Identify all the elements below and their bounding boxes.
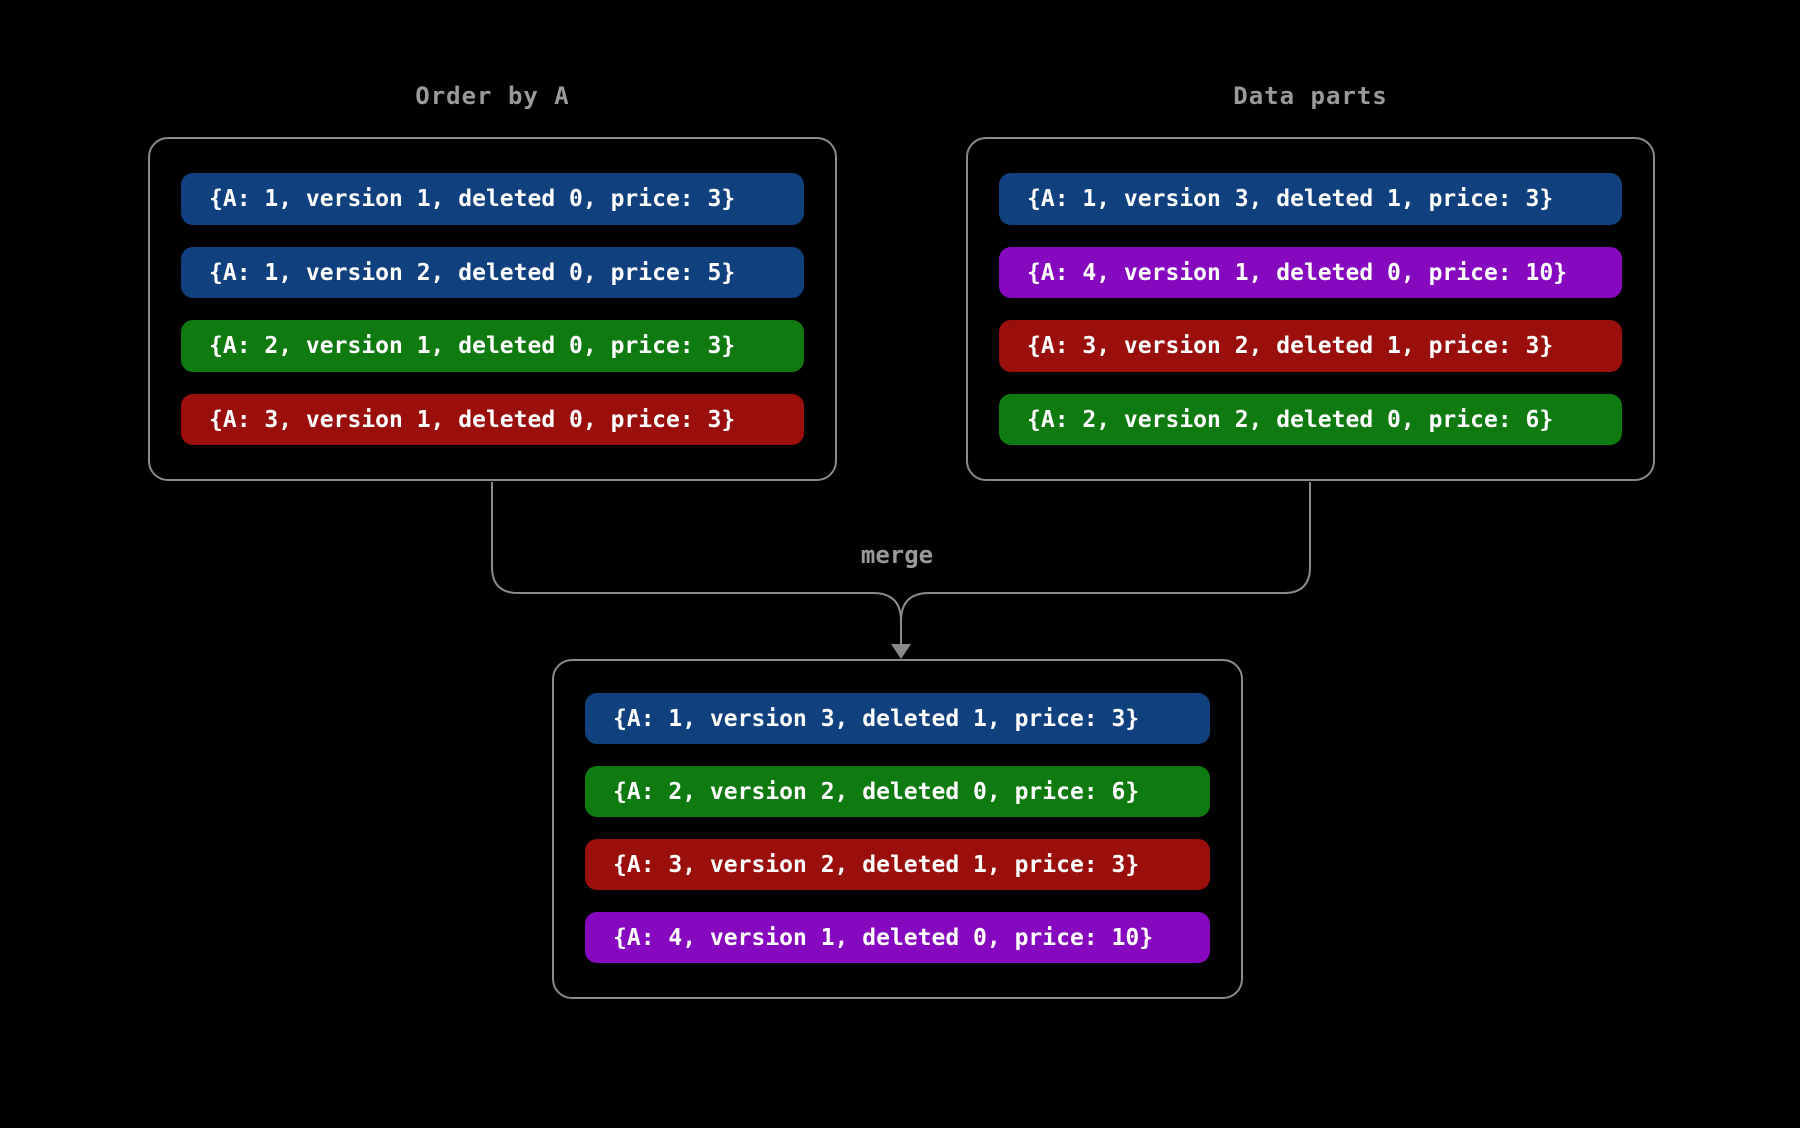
right-box-title: Data parts [1233, 82, 1388, 110]
data-part-row: {A: 2, version 1, deleted 0, price: 3} [181, 320, 804, 372]
merged-result-box: {A: 1, version 3, deleted 1, price: 3} {A… [552, 659, 1243, 999]
order-by-a-box: {A: 1, version 1, deleted 0, price: 3} {A… [148, 137, 837, 481]
merge-label: merge [860, 541, 934, 569]
data-part-row: {A: 3, version 2, deleted 1, price: 3} [585, 839, 1210, 890]
data-parts-box: {A: 1, version 3, deleted 1, price: 3} {A… [966, 137, 1655, 481]
data-part-row: {A: 1, version 2, deleted 0, price: 5} [181, 246, 804, 298]
data-part-row: {A: 2, version 2, deleted 0, price: 6} [999, 393, 1622, 445]
data-part-row: {A: 3, version 1, deleted 0, price: 3} [181, 393, 804, 445]
merge-arrow-head-icon [891, 644, 911, 659]
left-box-title: Order by A [415, 82, 570, 110]
data-part-row: {A: 4, version 1, deleted 0, price: 10} [999, 246, 1622, 298]
data-part-row: {A: 2, version 2, deleted 0, price: 6} [585, 766, 1210, 817]
data-part-row: {A: 1, version 1, deleted 0, price: 3} [181, 173, 804, 225]
data-part-row: {A: 4, version 1, deleted 0, price: 10} [585, 912, 1210, 963]
data-part-row: {A: 1, version 3, deleted 1, price: 3} [585, 693, 1210, 744]
data-part-row: {A: 3, version 2, deleted 1, price: 3} [999, 320, 1622, 372]
data-part-row: {A: 1, version 3, deleted 1, price: 3} [999, 173, 1622, 225]
